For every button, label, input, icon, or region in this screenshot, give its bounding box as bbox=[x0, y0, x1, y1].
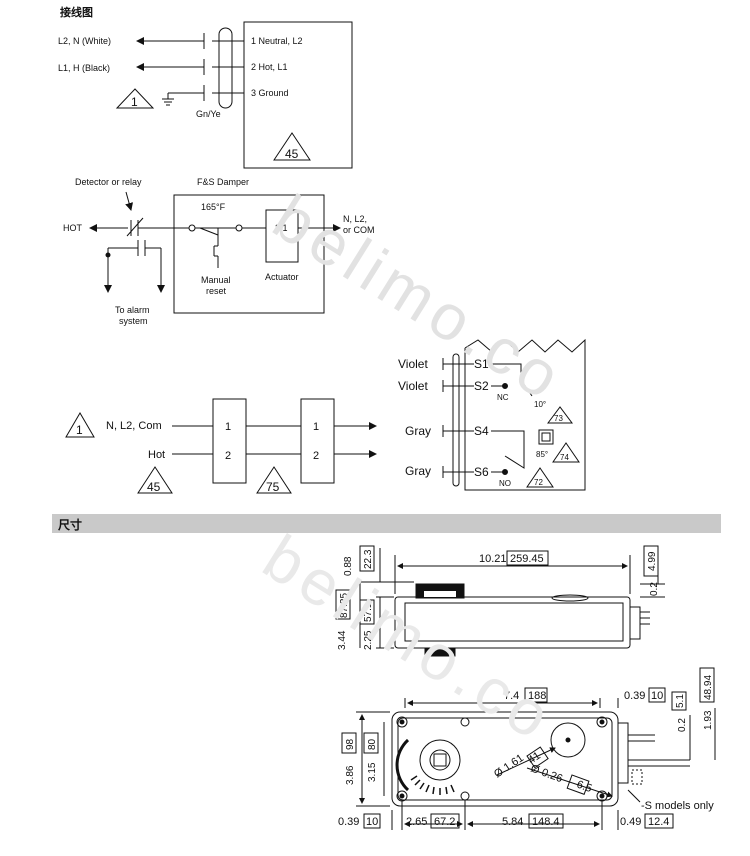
dim-57-1: 57.1 bbox=[363, 602, 374, 622]
dim-6-5: 6.5 bbox=[575, 779, 593, 796]
term-s1: S1 bbox=[474, 357, 489, 371]
aux-switches: Violet Violet Gray Gray S1 S2 S4 S6 NC 1… bbox=[398, 338, 586, 491]
dim-2-25: 2.25 bbox=[363, 630, 374, 650]
dim-0-39a: 0.39 bbox=[624, 690, 645, 702]
dim-2-65: 2.65 bbox=[406, 816, 427, 828]
wire-label-violet-2: Violet bbox=[398, 379, 428, 393]
temp-label: 165°F bbox=[201, 202, 226, 212]
warning-triangle-p1 bbox=[65, 412, 95, 438]
dim-98: 98 bbox=[345, 738, 356, 750]
no-label: NO bbox=[499, 479, 511, 488]
dim-0-2: 0.2 bbox=[649, 582, 660, 596]
dim-48-94: 48.94 bbox=[703, 675, 714, 700]
nl2com-label: N, L2, Com bbox=[106, 420, 162, 432]
dimensions-title: 尺寸 bbox=[58, 518, 83, 532]
warning-triangle-1 bbox=[115, 88, 155, 109]
deg85-label: 85° bbox=[536, 450, 548, 459]
dim-4-99: 4.99 bbox=[647, 551, 658, 571]
dim-41: 41 bbox=[526, 750, 543, 767]
box2-t2: 2 bbox=[313, 450, 319, 462]
term-s6: S6 bbox=[474, 465, 489, 479]
dim-1-93: 1.93 bbox=[703, 710, 714, 730]
alarm-label-1: To alarm bbox=[115, 305, 150, 315]
hot-label: HOT bbox=[63, 223, 83, 233]
wiring-section-title: 接线图 bbox=[60, 6, 93, 19]
terminal-3: 3 Ground bbox=[251, 88, 289, 98]
term-s2: S2 bbox=[474, 379, 489, 393]
p-warn-1: 1 bbox=[76, 423, 83, 437]
top-wiring: L2, N (White) L1, H (Black) Gn/Ye 1 Neut… bbox=[58, 21, 353, 169]
dim-12-4: 12.4 bbox=[648, 816, 669, 828]
dim-22-3: 22.3 bbox=[363, 549, 374, 569]
warning-74 bbox=[552, 442, 580, 463]
w72-label: 72 bbox=[534, 478, 543, 487]
box1-t2: 2 bbox=[225, 450, 231, 462]
detector-label: Detector or relay bbox=[75, 177, 142, 187]
dim-0-39b: 0.39 bbox=[338, 816, 359, 828]
dimensions-header-bar: 尺寸 bbox=[52, 514, 721, 533]
actuator-label: Actuator bbox=[265, 272, 299, 282]
term-s4: S4 bbox=[474, 424, 489, 438]
side-view: 0.88 22.3 10.21 259.45 4.99 0.2 3.44 87.… bbox=[335, 545, 665, 657]
w74-label: 74 bbox=[560, 453, 569, 462]
dim-7-4: 7.4 bbox=[504, 690, 519, 702]
out-label-2: or COM bbox=[343, 225, 375, 235]
deg10-label: 10° bbox=[534, 400, 546, 409]
dim-3-15: 3.15 bbox=[367, 762, 378, 782]
dim-phi-1-61: Ø 1.61 bbox=[492, 752, 526, 780]
warning-73 bbox=[547, 406, 573, 424]
dim-3-44: 3.44 bbox=[337, 630, 348, 650]
left-label-white: L2, N (White) bbox=[58, 36, 111, 46]
warning-1-label: 1 bbox=[131, 95, 138, 109]
terminal-2: 2 Hot, L1 bbox=[251, 62, 288, 72]
warning-triangle-p75 bbox=[256, 466, 292, 494]
parallel-wiring: 1 N, L2, Com Hot 1 2 1 2 45 75 bbox=[65, 398, 377, 494]
terminals-21: 2 1 bbox=[275, 223, 288, 233]
dim-148-4: 148.4 bbox=[532, 816, 560, 828]
warning-45-label: 45 bbox=[285, 147, 299, 161]
nc-label: NC bbox=[497, 393, 509, 402]
fs-damper-label: F&S Damper bbox=[197, 177, 249, 187]
dim-10a: 10 bbox=[651, 690, 663, 702]
wire-label-gray-1: Gray bbox=[405, 424, 431, 438]
damper-circuit: Detector or relay F&S Damper HOT 165°F 2… bbox=[63, 177, 375, 326]
wire-label-gray-2: Gray bbox=[405, 464, 431, 478]
left-label-black: L1, H (Black) bbox=[58, 63, 110, 73]
p-warn-45: 45 bbox=[147, 480, 161, 494]
dim-10b: 10 bbox=[366, 816, 378, 828]
dim-0-49: 0.49 bbox=[620, 816, 641, 828]
dim-80: 80 bbox=[367, 738, 378, 750]
terminal-1: 1 Neutral, L2 bbox=[251, 36, 303, 46]
p-warn-75: 75 bbox=[266, 480, 280, 494]
w73-label: 73 bbox=[554, 414, 563, 423]
out-label-1: N, L2, bbox=[343, 214, 367, 224]
box1-t1: 1 bbox=[225, 421, 231, 433]
manual-label-2: reset bbox=[206, 286, 227, 296]
dim-5-84: 5.84 bbox=[502, 816, 523, 828]
dim-188: 188 bbox=[528, 690, 546, 702]
box2-t1: 1 bbox=[313, 421, 319, 433]
wire-label-violet-1: Violet bbox=[398, 357, 428, 371]
dim-259-45: 259.45 bbox=[510, 553, 544, 565]
ground-label: Gn/Ye bbox=[196, 109, 221, 119]
dim-3-86: 3.86 bbox=[345, 765, 356, 785]
dim-5-1: 5.1 bbox=[675, 694, 686, 708]
warning-72 bbox=[526, 467, 554, 488]
dim-67-2: 67.2 bbox=[434, 816, 455, 828]
warning-triangle-p45 bbox=[137, 466, 173, 494]
hot-label-p: Hot bbox=[148, 449, 165, 461]
alarm-label-2: system bbox=[119, 316, 148, 326]
dim-10-21: 10.21 bbox=[479, 553, 507, 565]
dim-87-25: 87.25 bbox=[339, 593, 350, 618]
s-models-only: -S models only bbox=[641, 800, 714, 812]
manual-label-1: Manual bbox=[201, 275, 231, 285]
dim-phi-0-26: Ø 0.26 bbox=[529, 763, 564, 786]
dim-0-88: 0.88 bbox=[343, 556, 354, 576]
warning-triangle-45 bbox=[273, 132, 311, 161]
dim-0-2b: 0.2 bbox=[677, 718, 688, 732]
